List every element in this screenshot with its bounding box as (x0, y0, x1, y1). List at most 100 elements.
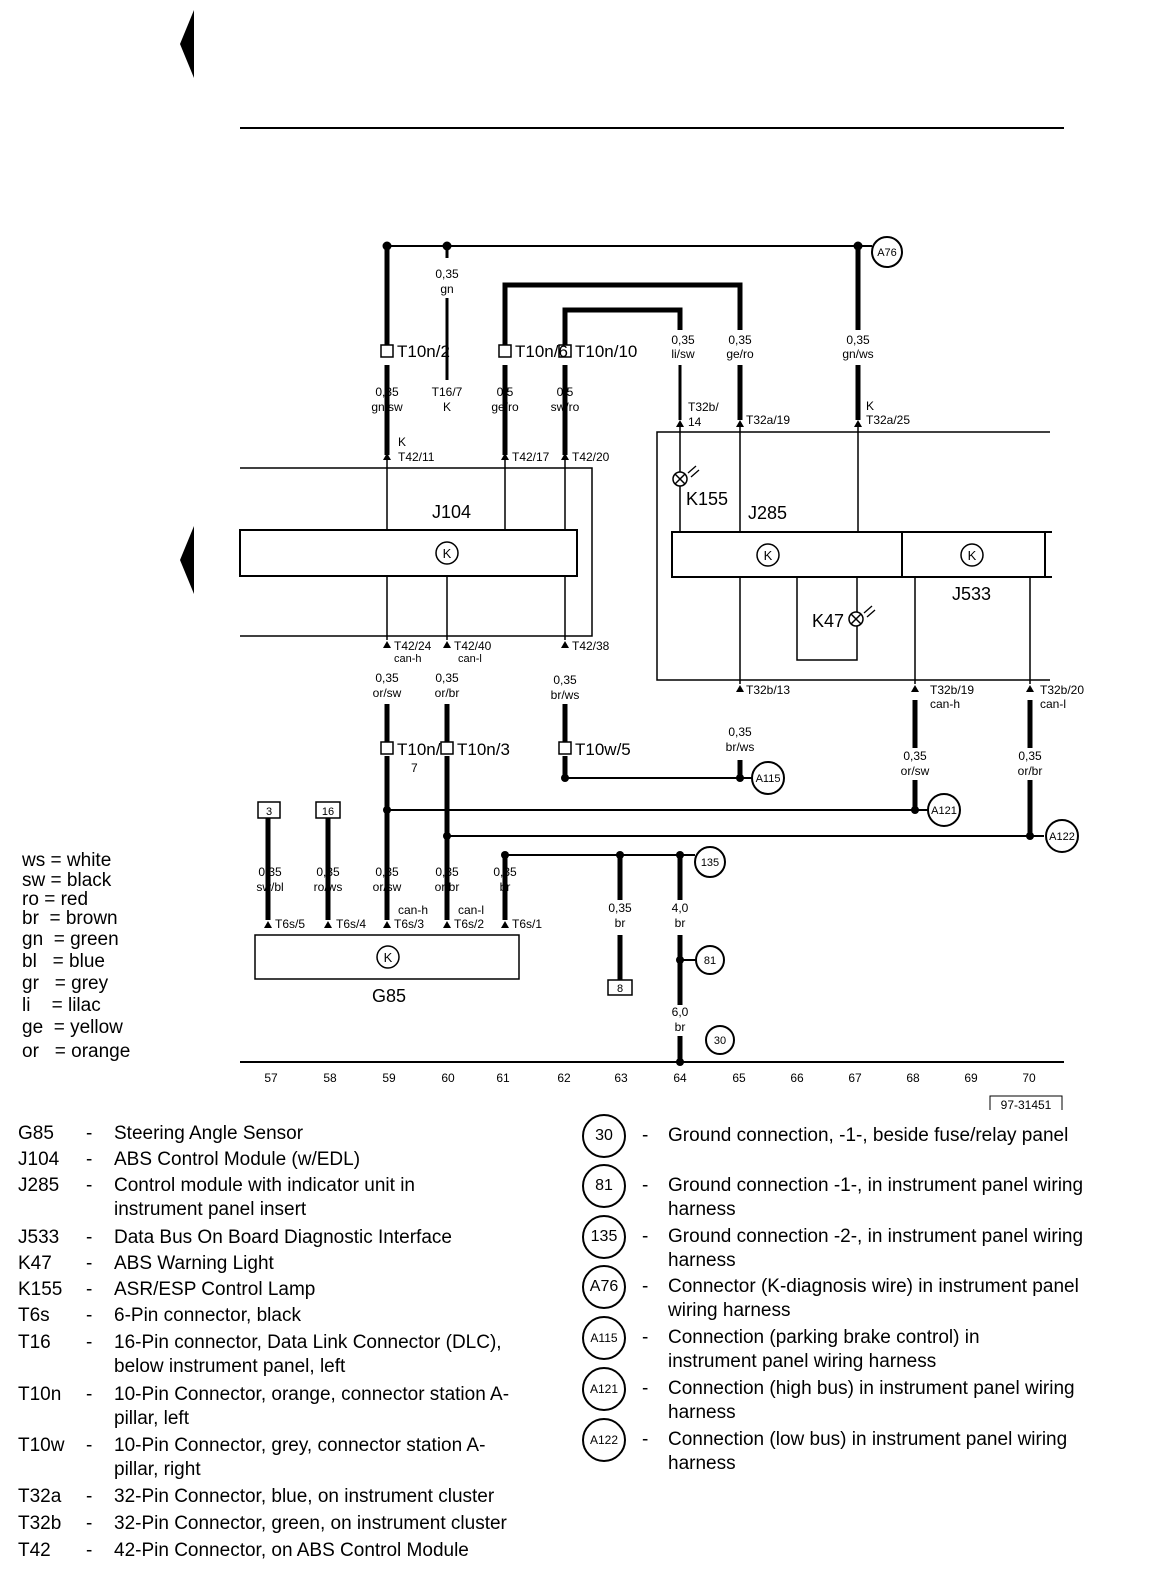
connector-label: T32a/25 (866, 413, 910, 427)
wire-label: br (500, 880, 511, 894)
k47-label: K47 (812, 611, 844, 631)
legend-entry: J285-Control module with indicator unit … (18, 1175, 415, 1220)
connector-label: T32b/20 (1040, 683, 1084, 697)
ground-entry: A121 - Connection (high bus) in instrume… (582, 1367, 1122, 1423)
connector-symbols-lower (380, 741, 572, 755)
legend-entry: J104-ABS Control Module (w/EDL) (18, 1149, 361, 1170)
ref-numbers: 57 58 59 60 61 62 63 64 65 66 67 68 69 7… (264, 1071, 1036, 1085)
g85-module (254, 934, 520, 980)
connector-label: T6s/1 (512, 917, 542, 931)
ground-entry: A76 - Connector (K-diagnosis wire) in in… (582, 1265, 1122, 1321)
j104-label: J104 (432, 502, 471, 522)
ground-symbol: 81 (582, 1164, 626, 1208)
connector-symbol: A76 (582, 1265, 626, 1309)
pin-arrows-lower (383, 641, 1034, 692)
ref-box-label: 8 (617, 983, 623, 995)
wire-label: 0,35 (375, 671, 399, 685)
wire-label: 0,35 (435, 267, 459, 281)
ref-boxes (257, 801, 633, 996)
top-bus (382, 241, 872, 455)
j533-label: J533 (952, 584, 991, 604)
connector-label: T10n/3 (457, 740, 510, 759)
doc-number-box (989, 1095, 1063, 1110)
ground-entry: A115 - Connection (parking brake control… (582, 1316, 1122, 1372)
wire-label: sw/bl (256, 880, 283, 894)
pin-arrows-top (383, 420, 862, 460)
connector-label: T10n/6 (515, 342, 568, 361)
connector-label: T42/40 (454, 639, 492, 653)
wire-label: 0,35 (375, 385, 399, 399)
svg-text:61: 61 (496, 1071, 510, 1085)
wire-label: 0,35 (608, 901, 632, 915)
connector-symbols (380, 344, 572, 358)
wire-label: sw/ro (551, 400, 580, 414)
connector-label: T32b/19 (930, 683, 974, 697)
page-marker-mid (180, 526, 194, 594)
k-symbol: K (968, 548, 977, 563)
wire-label: or/br (435, 686, 460, 700)
connector-label: K (398, 435, 406, 449)
wire-label: br/ws (726, 740, 755, 754)
legend-entry: K47-ABS Warning Light (18, 1253, 274, 1274)
k-symbol: K (764, 548, 773, 563)
connector-label: T10n/ (397, 740, 441, 759)
wire-label: 0,35 (728, 725, 752, 739)
lamp-rays (687, 465, 876, 618)
wire-label: 6,0 (672, 1005, 689, 1019)
node-label: 30 (714, 1035, 726, 1047)
svg-text:66: 66 (790, 1071, 804, 1085)
color-key-row: gn = green (22, 929, 119, 950)
wire-label: or/br (1018, 764, 1043, 778)
ground-symbol: 30 (582, 1114, 626, 1158)
wire-label: gn (440, 282, 453, 296)
node-label: 81 (704, 955, 716, 967)
connector-label: T6s/2 (454, 917, 484, 931)
connector-label: can-h (394, 653, 422, 665)
color-key-row: ge = yellow (22, 1017, 123, 1038)
ground-entry: 81 - Ground connection -1-, in instrumen… (582, 1164, 1122, 1220)
wire-label: 0,35 (903, 749, 927, 763)
legend-entry: J533-Data Bus On Board Diagnostic Interf… (18, 1227, 452, 1248)
connector-label: T6s/3 (394, 917, 424, 931)
connector-label: T10w/5 (575, 740, 631, 759)
node-label: 135 (701, 857, 719, 869)
svg-text:67: 67 (848, 1071, 862, 1085)
wire-label: 0,35 (435, 865, 459, 879)
k-symbol-circle (376, 945, 400, 969)
j285-module (656, 427, 1052, 684)
svg-text:70: 70 (1022, 1071, 1036, 1085)
connector-symbol: A121 (582, 1367, 626, 1411)
legend-entry: T16-16-Pin connector, Data Link Connecto… (18, 1332, 502, 1377)
color-key-row: or = orange (22, 1041, 131, 1062)
j285-label: J285 (748, 503, 787, 523)
connector-label: T42/20 (572, 450, 610, 464)
svg-text:68: 68 (906, 1071, 920, 1085)
wire-label: br (675, 1020, 686, 1034)
wire-label: 0,35 (258, 865, 282, 879)
wire-label: or/sw (373, 880, 402, 894)
connector-label: T32a/19 (746, 413, 790, 427)
wire-label: or/sw (373, 686, 402, 700)
color-key-row: gr = grey (22, 973, 109, 994)
g85-label: G85 (372, 986, 406, 1006)
color-key-row: ws = white (22, 850, 112, 871)
wire-label: 0,35 (728, 333, 752, 347)
wire-label: gn/sw (371, 400, 403, 414)
k-symbol: K (443, 546, 452, 561)
connector-label: T6s/5 (275, 917, 305, 931)
connector-label: can-l (458, 653, 482, 665)
junction-dots (383, 774, 1034, 1066)
legend-entry: G85-Steering Angle Sensor (18, 1123, 304, 1144)
pin-arrows-g85 (264, 921, 509, 928)
svg-text:65: 65 (732, 1071, 746, 1085)
wire-label: gn/ws (842, 347, 873, 361)
wire-label: ro/ws (314, 880, 343, 894)
wire-label: br/ws (551, 688, 580, 702)
ground-entry: 135 - Ground connection -2-, in instrume… (582, 1215, 1122, 1271)
legend-entry: T6s-6-Pin connector, black (18, 1305, 301, 1326)
nodes (694, 761, 1079, 1055)
connector-label: T42/24 (394, 639, 432, 653)
connector-label: can-l (458, 903, 484, 917)
connector-symbol: A122 (582, 1418, 626, 1462)
legend-entry: T32b-32-Pin Connector, green, on instrum… (18, 1513, 507, 1534)
